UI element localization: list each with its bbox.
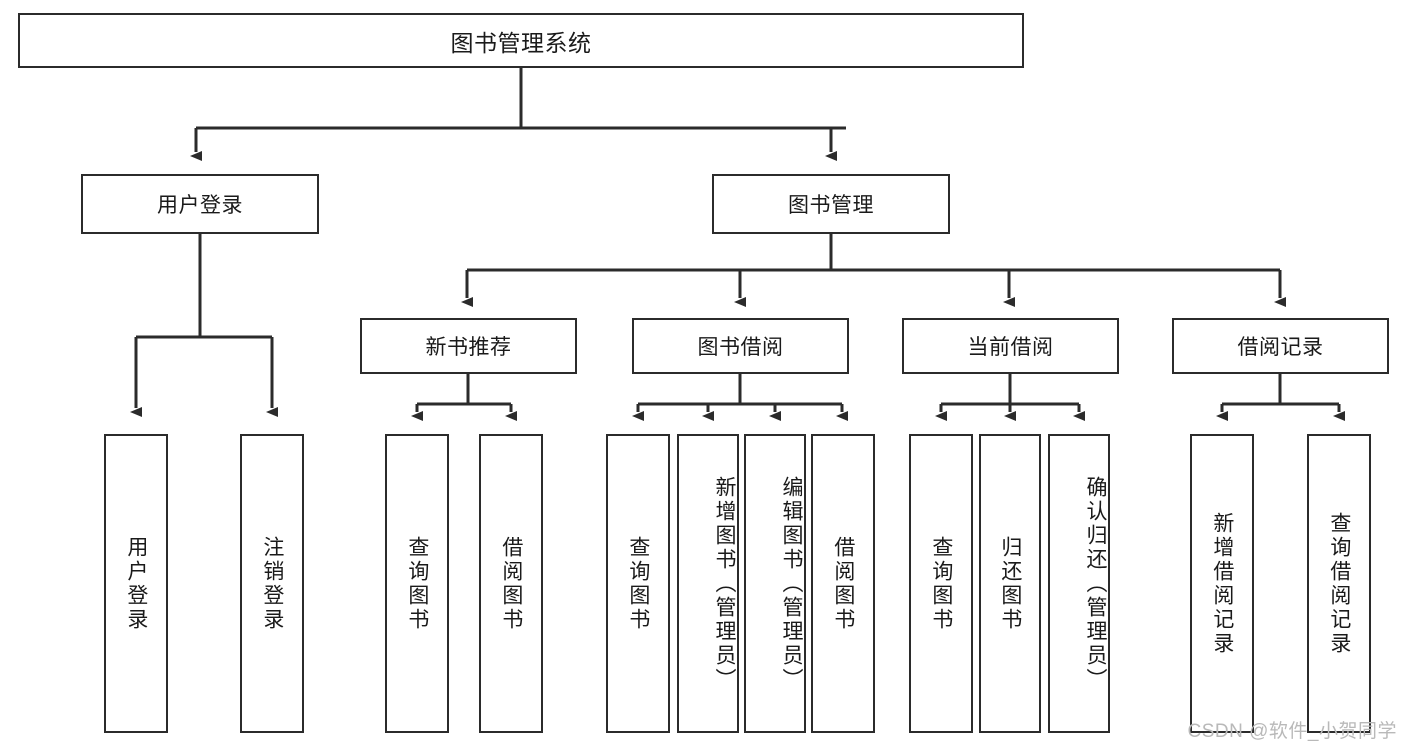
node-book-borrow[interactable]: 图书借阅: [632, 318, 849, 374]
leaf-edit-book-admin[interactable]: 编辑图书（管理员）: [744, 434, 806, 733]
leaf-query-book-current[interactable]: 查询图书: [909, 434, 973, 733]
watermark-csdn: CSDN @软件_小贺同学: [1187, 721, 1397, 742]
node-label: 新增图书（管理员）: [713, 475, 736, 692]
leaf-borrow-book[interactable]: 借阅图书: [811, 434, 875, 733]
node-label: 借阅图书: [831, 535, 855, 632]
leaf-return-book[interactable]: 归还图书: [979, 434, 1041, 733]
node-label: 确认归还（管理员）: [1084, 475, 1107, 692]
node-label: 查询图书: [626, 535, 650, 632]
node-label: 图书管理: [788, 194, 874, 217]
node-label: 新书推荐: [425, 336, 512, 359]
node-new-book-recommend[interactable]: 新书推荐: [360, 318, 577, 374]
leaf-confirm-return-admin[interactable]: 确认归还（管理员）: [1048, 434, 1110, 733]
node-label: 新增借阅记录: [1210, 511, 1234, 656]
node-user-login[interactable]: 用户登录: [81, 174, 319, 234]
node-label: 图书借阅: [697, 336, 784, 359]
leaf-add-borrow-record[interactable]: 新增借阅记录: [1190, 434, 1254, 733]
node-label: 借阅记录: [1237, 336, 1324, 359]
node-label: 查询图书: [929, 535, 953, 632]
node-label: 编辑图书（管理员）: [780, 475, 803, 692]
leaf-user-login[interactable]: 用户登录: [104, 434, 168, 733]
node-label: 查询图书: [405, 535, 429, 632]
node-borrow-record[interactable]: 借阅记录: [1172, 318, 1389, 374]
node-label: 注销登录: [260, 535, 284, 632]
node-label: 查询借阅记录: [1327, 511, 1351, 656]
leaf-borrow-book-recommend[interactable]: 借阅图书: [479, 434, 543, 733]
leaf-add-book-admin[interactable]: 新增图书（管理员）: [677, 434, 739, 733]
node-label: 借阅图书: [499, 535, 523, 632]
leaf-query-book-recommend[interactable]: 查询图书: [385, 434, 449, 733]
node-label: 用户登录: [124, 535, 148, 632]
node-label: 归还图书: [998, 535, 1022, 632]
node-current-borrow[interactable]: 当前借阅: [902, 318, 1119, 374]
node-root-system[interactable]: 图书管理系统: [18, 13, 1024, 68]
node-label: 图书管理系统: [450, 29, 592, 56]
node-label: 用户登录: [157, 194, 243, 217]
leaf-logout[interactable]: 注销登录: [240, 434, 304, 733]
node-book-management[interactable]: 图书管理: [712, 174, 950, 234]
leaf-query-book-borrow[interactable]: 查询图书: [606, 434, 670, 733]
node-label: 当前借阅: [967, 336, 1054, 359]
leaf-query-borrow-record[interactable]: 查询借阅记录: [1307, 434, 1371, 733]
